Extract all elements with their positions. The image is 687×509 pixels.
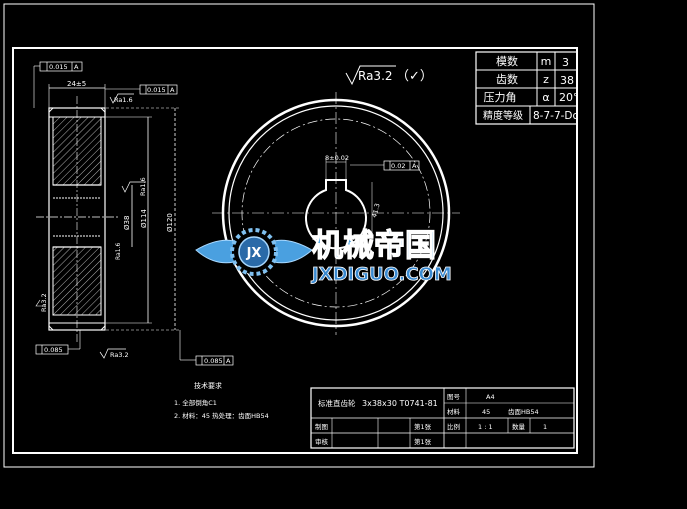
bore-finish: Ra1.6 <box>139 177 147 196</box>
param-symbol-teeth: z <box>543 73 549 86</box>
tolerance-frame-bottom-left: 0.085 <box>35 330 81 355</box>
tip-diameter-dim: Ø120 <box>166 213 174 232</box>
frame-border <box>12 47 578 454</box>
hub-finish: Ra3.2 <box>110 351 129 359</box>
tol-keyway-value: 0.02 <box>391 162 405 170</box>
title-drawn-label: 制图 <box>315 422 328 431</box>
param-name-pressure-angle: 压力角 <box>484 91 517 104</box>
gear-front-view: 8±0.02 41.3 <box>212 92 460 335</box>
tol-top-face-datum: A <box>170 86 175 94</box>
param-value-module: 3 <box>562 56 569 69</box>
side-finish: Ra1.6 <box>115 243 122 260</box>
keyway-depth-dim: 41.3 <box>370 202 381 218</box>
gear-params-table: 模数 m 3 齿数 z 38 压力角 α 20° 精度等级 8-7-7-Dc <box>475 51 579 125</box>
hub-diameter-dim: Ø114 <box>140 209 148 228</box>
watermark-cn: 机械帝国 <box>312 228 436 264</box>
watermark-en: JXDIGUO.COM <box>310 264 452 285</box>
tech-req-item-1: 1. 全部倒角C1 <box>174 398 217 407</box>
tolerance-frame-bottom-right: 0.085 A <box>179 330 234 366</box>
watermark-logo: JX 机械帝国 JXDIGUO.COM <box>195 227 452 285</box>
title-sheet-2: 第1张 <box>414 437 432 446</box>
title-spec: 3x38x30 T0741-81 <box>362 399 438 408</box>
param-symbol-pressure-angle: α <box>542 91 549 104</box>
tech-requirements: 技术要求 1. 全部倒角C1 2. 材料：45 热处理：齿面HB54 <box>174 381 269 420</box>
tol-bottom-right-value: 0.085 <box>204 357 223 365</box>
tol-top-left-value: 0.015 <box>49 63 68 71</box>
sheet-border <box>3 3 595 468</box>
tolerance-frame-top-left: 0.015 A <box>33 61 83 108</box>
gear-section-view: 24±5 Ø38 Ø114 Ø120 Ra1.6 Ra1.6 Ra1.6 Ra3… <box>35 80 180 359</box>
watermark-badge: JX <box>246 246 262 261</box>
tolerance-frame-keyway: 0.02 A <box>350 160 420 171</box>
tol-bottom-left-value: 0.085 <box>44 346 63 354</box>
title-drawing-no-label: 图号 <box>447 393 461 401</box>
param-name-module: 模数 <box>496 55 518 68</box>
tol-top-face-value: 0.015 <box>147 86 166 94</box>
tolerance-frame-top-face: 0.015 A <box>105 84 178 95</box>
title-scale-label: 比例 <box>447 422 460 431</box>
title-qty-label: 数量 <box>512 422 526 431</box>
width-dimension: 24±5 <box>67 80 86 88</box>
keyway-width-dim: 8±0.02 <box>325 154 349 162</box>
tech-req-item-2: 2. 材料：45 热处理：齿面HB54 <box>174 411 269 420</box>
param-value-pressure-angle: 20° <box>559 91 579 104</box>
title-scale: 1 : 1 <box>478 423 493 431</box>
title-drawing-no: A4 <box>486 393 495 401</box>
bore-with-keyway <box>305 179 367 250</box>
face-top-finish: Ra1.6 <box>114 96 133 104</box>
general-finish-label: Ra3.2 <box>358 69 393 83</box>
title-heat-treatment: 齿面HB54 <box>508 408 539 416</box>
tol-keyway-datum: A <box>412 162 417 170</box>
param-value-accuracy: 8-7-7-Dc <box>533 110 578 122</box>
param-value-teeth: 38 <box>560 74 574 87</box>
face-left-finish: Ra3.2 <box>40 293 48 312</box>
param-symbol-module: m <box>541 55 552 68</box>
title-qty: 1 <box>543 423 547 431</box>
title-sheet-1: 第1张 <box>414 422 432 431</box>
param-name-teeth: 齿数 <box>496 73 518 86</box>
bore-diameter-dim: Ø38 <box>123 216 131 230</box>
title-part-name: 标准直齿轮 <box>318 398 356 408</box>
tech-req-title: 技术要求 <box>194 381 222 390</box>
tol-top-left-datum: A <box>74 63 79 71</box>
title-material: 45 <box>482 408 490 416</box>
tol-bottom-right-datum: A <box>226 357 231 365</box>
title-checked-label: 审核 <box>315 437 329 446</box>
title-block: 标准直齿轮 3x38x30 T0741-81 图号 A4 材料 45 齿面HB5… <box>310 387 575 449</box>
general-finish-bracket: （✓） <box>396 69 433 84</box>
title-material-label: 材料 <box>447 407 461 416</box>
param-name-accuracy: 精度等级 <box>483 109 523 122</box>
general-surface-finish: Ra3.2 （✓） <box>345 65 433 86</box>
